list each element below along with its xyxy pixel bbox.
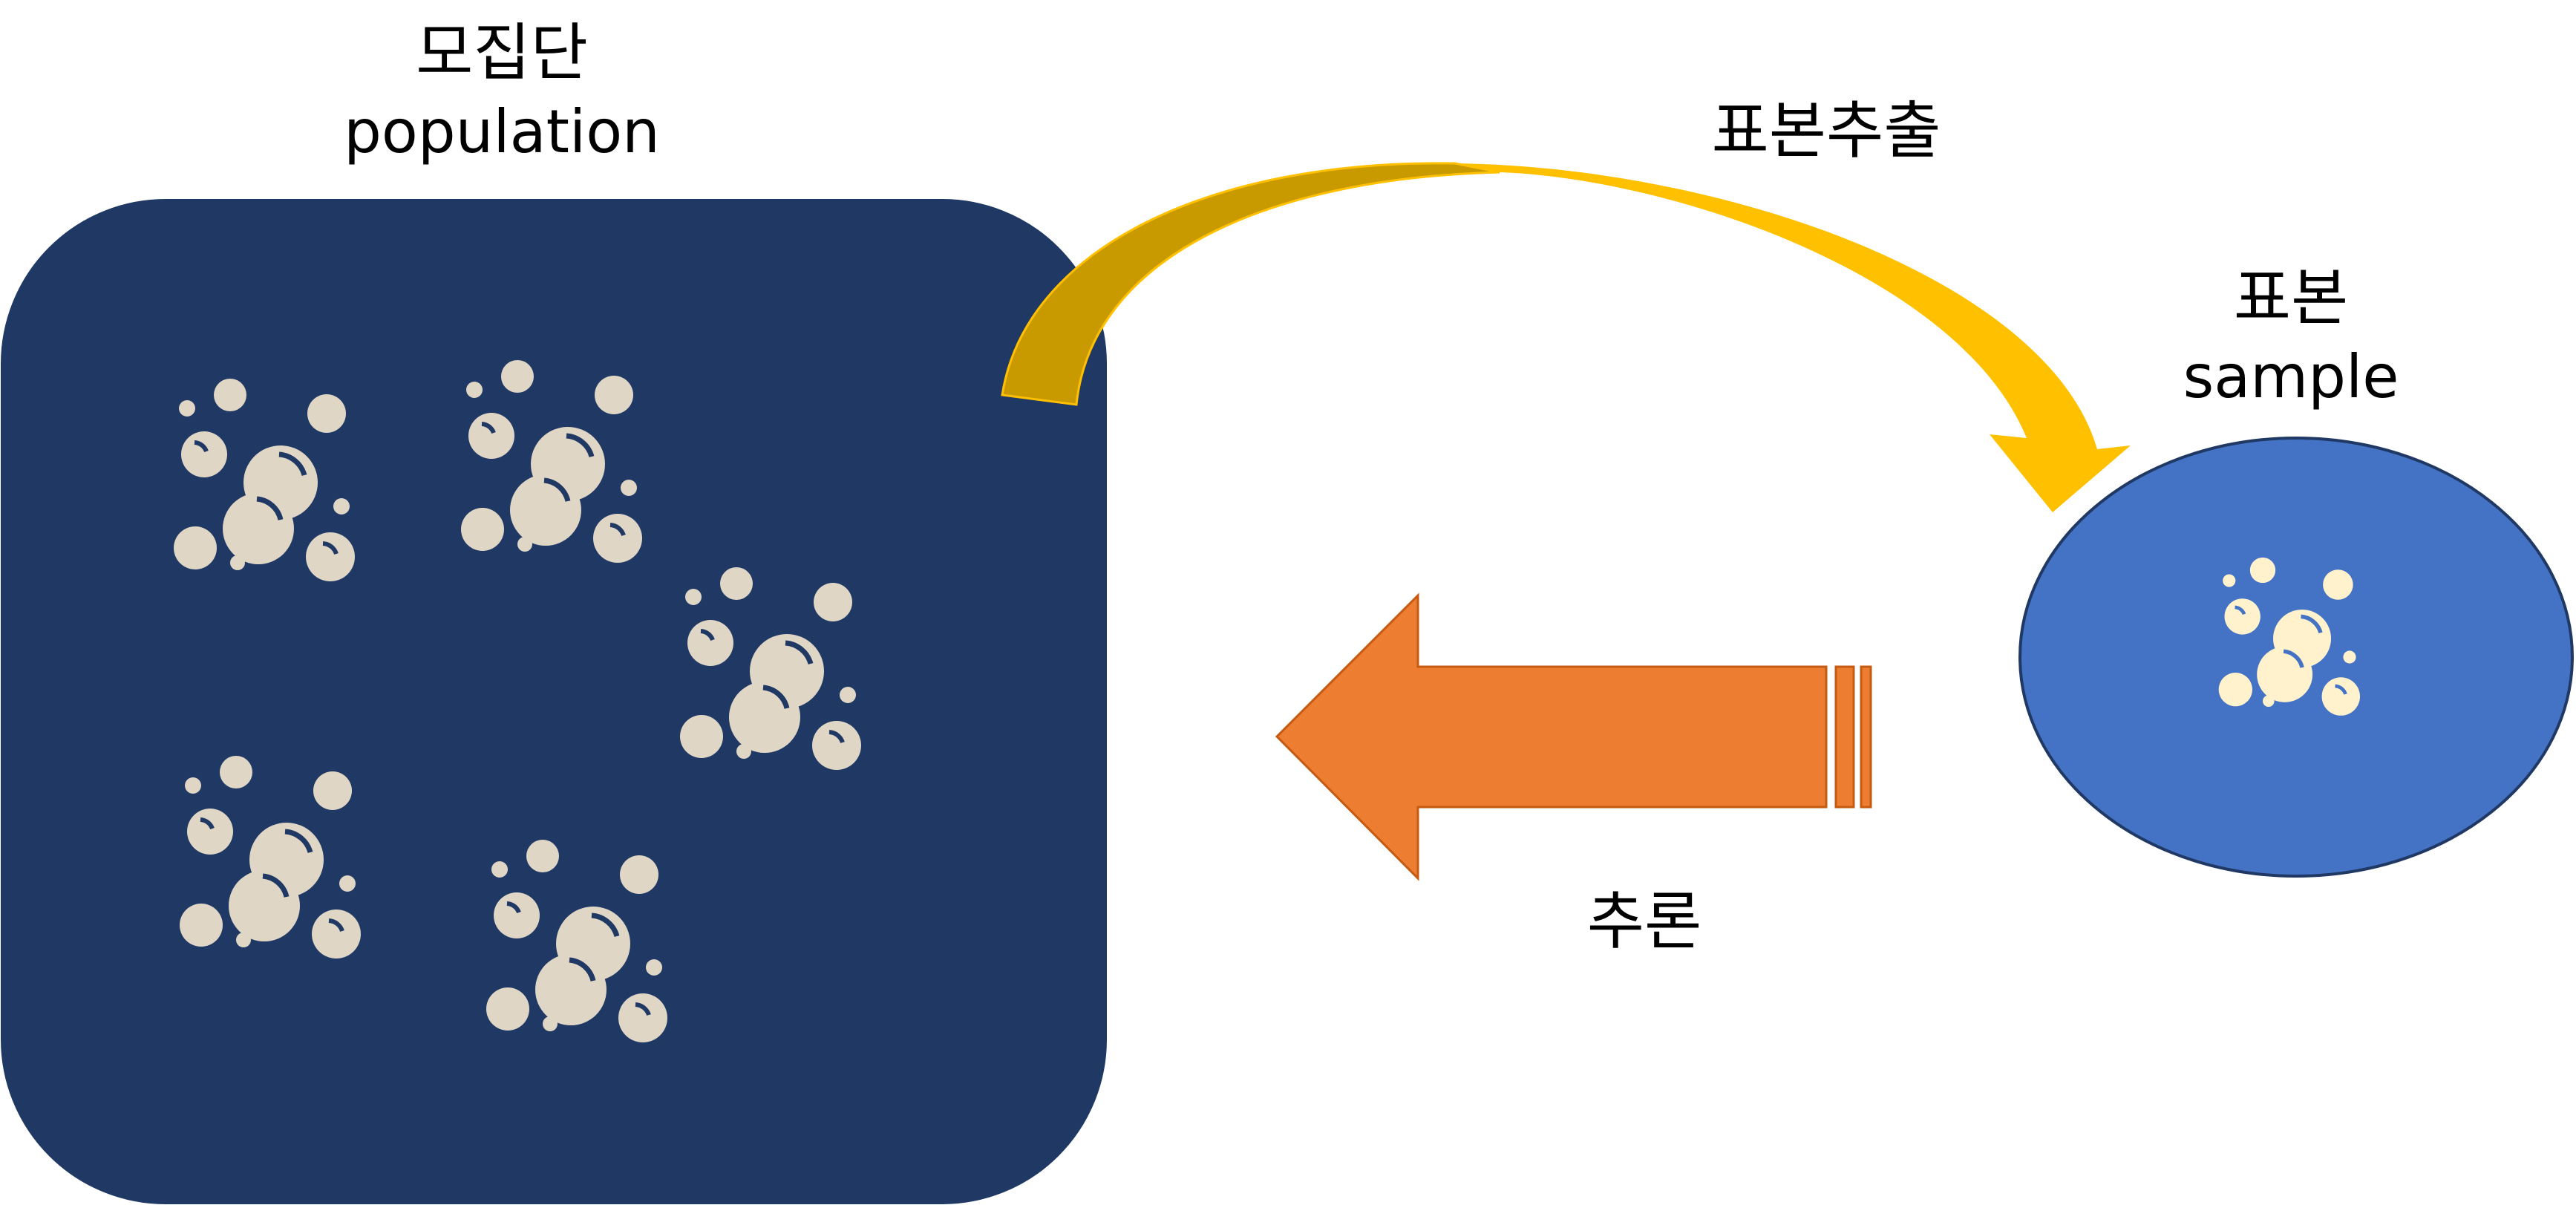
inference-arrow xyxy=(1275,592,1872,881)
sampling-arrow-shade xyxy=(1001,162,1500,406)
sample-title-ko: 표본 xyxy=(2234,261,2349,334)
inference-arrow-stripe xyxy=(1834,665,1855,809)
sample-bubbles xyxy=(2218,557,2361,716)
sampling-arrow-label: 표본추출 xyxy=(1711,94,1941,167)
population-box xyxy=(1,199,1107,1204)
sample-cluster xyxy=(2218,557,2361,716)
inference-arrow-stripe xyxy=(1860,665,1872,809)
inference-arrow-body xyxy=(1275,592,1828,881)
sampling-arrow xyxy=(1001,162,2131,512)
inference-arrow-label: 추론 xyxy=(1587,885,1702,958)
population-title-en: population xyxy=(344,97,660,166)
sample-title-en: sample xyxy=(2183,342,2399,411)
sampling-arrow-body xyxy=(1455,163,2131,512)
population-title-ko: 모집단 xyxy=(416,16,588,89)
